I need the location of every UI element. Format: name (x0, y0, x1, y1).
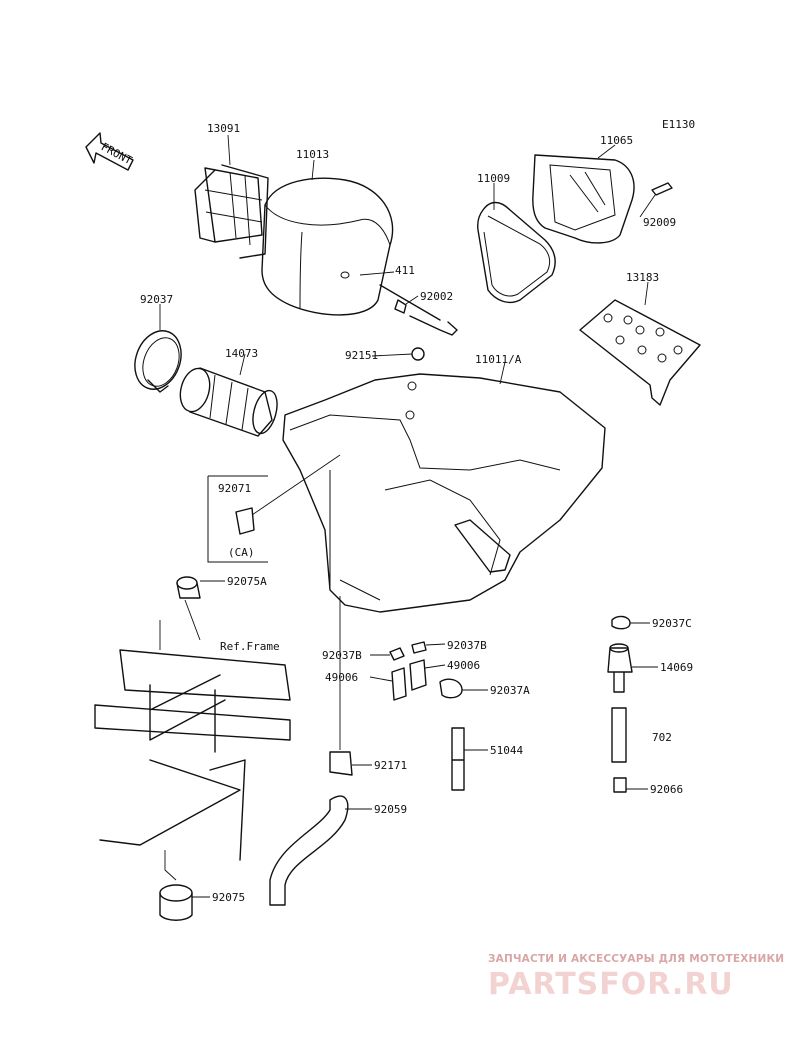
clip-92037b-right (411, 641, 427, 654)
label-92066: 92066 (650, 783, 683, 796)
label-11065: 11065 (600, 134, 633, 147)
label-11009: 11009 (477, 172, 510, 185)
label-702: 702 (652, 731, 672, 744)
frame-reference (94, 649, 291, 861)
label-92075a: 92075A (227, 575, 267, 588)
sleeve-92075 (159, 884, 193, 921)
label-ca: (CA) (228, 546, 255, 559)
label-92037c: 92037C (652, 617, 692, 630)
intake-duct (179, 367, 278, 437)
clip-92037b-left (389, 647, 405, 661)
label-92071: 92071 (218, 482, 251, 495)
part-labels: 13091 11013 411 92002 92151 11009 11065 … (140, 122, 693, 904)
label-ref-frame: Ref.Frame (220, 640, 280, 653)
hose-92059 (269, 795, 349, 906)
label-92075: 92075 (212, 891, 245, 904)
leader-lines (159, 134, 658, 898)
label-92037b-right: 92037B (447, 639, 487, 652)
label-14073: 14073 (225, 347, 258, 360)
air-filter-cage (194, 164, 269, 259)
bolt-411 (379, 284, 458, 336)
front-arrow: FRONT (85, 132, 134, 171)
clamp-large (134, 330, 182, 393)
label-92009: 92009 (643, 216, 676, 229)
air-box (282, 373, 606, 613)
drain-hose-51044 (451, 727, 465, 791)
clamp-92037c (611, 615, 631, 630)
label-92002: 92002 (420, 290, 453, 303)
watermark-logo: PARTSFOR.RU (488, 967, 734, 1002)
cap-49006-left (391, 667, 407, 701)
gasket (477, 201, 556, 304)
label-49006-left: 49006 (325, 671, 358, 684)
pipe-702 (611, 707, 627, 763)
watermark: ЗАПЧАСТИ И АКСЕССУАРЫ ДЛЯ МОТОТЕХНИКИ PA… (488, 953, 784, 1002)
label-51044: 51044 (490, 744, 523, 757)
label-92037b-left: 92037B (322, 649, 362, 662)
fuel-filter-14069 (607, 643, 633, 693)
air-filter-element (261, 177, 394, 316)
label-92037a: 92037A (490, 684, 530, 697)
label-92171: 92171 (374, 759, 407, 772)
label-92059: 92059 (374, 803, 407, 816)
fitting-92066 (613, 777, 627, 793)
label-92151: 92151 (345, 349, 378, 362)
label-11013: 11013 (296, 148, 329, 161)
label-92037: 92037 (140, 293, 173, 306)
screw-92009 (651, 182, 673, 196)
air-box-cover (532, 154, 635, 244)
label-11011a: 11011/A (475, 353, 522, 366)
sleeve-92075a (176, 576, 201, 599)
clamp-92171 (329, 751, 353, 776)
detail-box-92071 (207, 475, 268, 563)
watermark-tagline: ЗАПЧАСТИ И АКСЕССУАРЫ ДЛЯ МОТОТЕХНИКИ (488, 953, 784, 965)
label-14069: 14069 (660, 661, 693, 674)
cap-49006-right (409, 659, 427, 691)
label-49006-right: 49006 (447, 659, 480, 672)
washer-92151 (411, 347, 425, 361)
bracket (579, 299, 701, 406)
label-411: 411 (395, 264, 415, 277)
clamp-92037a (439, 678, 463, 699)
label-13183: 13183 (626, 271, 659, 284)
label-13091: 13091 (207, 122, 240, 135)
diagram-code: E1130 (662, 118, 695, 131)
